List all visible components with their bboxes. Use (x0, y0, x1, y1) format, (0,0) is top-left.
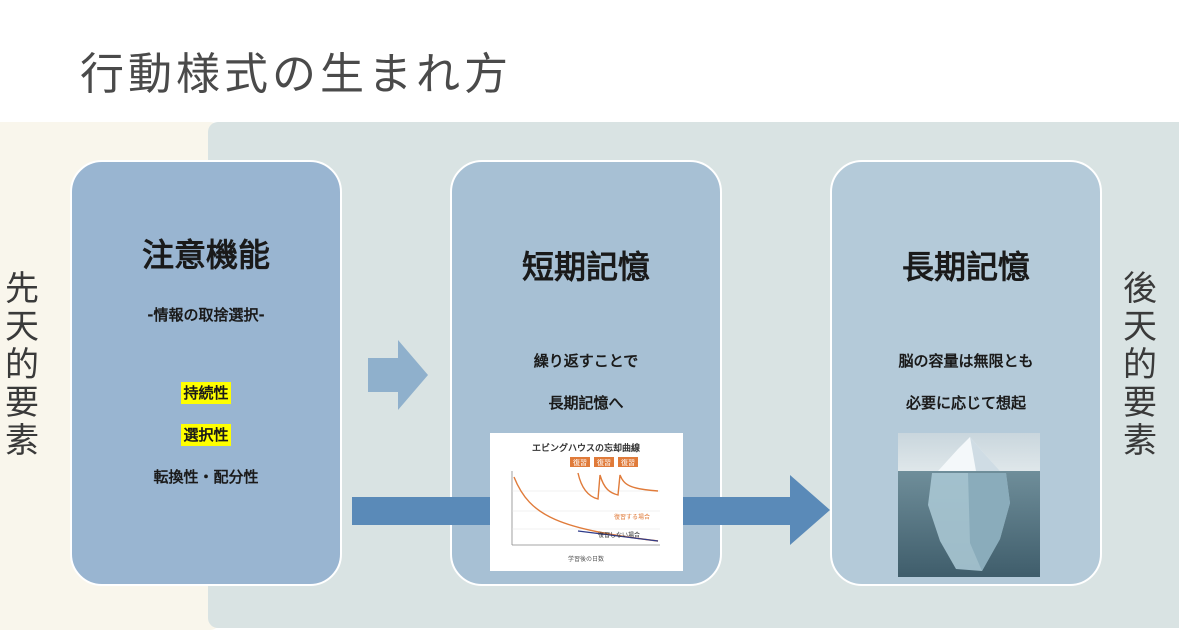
review-label-1: 復習 (573, 458, 587, 467)
long-term-line-2: 必要に応じて想起 (905, 394, 1026, 412)
x-axis-label: 学習後の日数 (568, 555, 604, 563)
attention-function-title: 注意機能 (141, 236, 270, 274)
sustained-item: 持続性 (72, 382, 340, 404)
long-arrow-icon (352, 475, 830, 545)
review-label-2: 復習 (597, 458, 611, 467)
long-term-memory-title: 長期記憶 (901, 248, 1030, 286)
reviewed-label: 復習する場合 (614, 513, 650, 521)
review-label-3: 復習 (621, 458, 635, 467)
acquired-factors-label: 後天的要素 (1123, 269, 1157, 461)
short-term-memory-title: 短期記憶 (521, 248, 650, 286)
forgetting-curve-image: エビングハウスの忘却曲線 復習 復習 復習 復習する場合 復習しない場合 学習後… (490, 433, 683, 571)
switching-dividing-item: 転換性・配分性 (153, 468, 259, 486)
short-term-line-2: 長期記憶へ (548, 394, 624, 412)
attention-subtitle: -情報の取捨選択- (147, 306, 265, 324)
attention-function-card: 注意機能 -情報の取捨選択- 持続性 選択性 転換性・配分性 (70, 160, 342, 586)
selective-item: 選択性 (72, 424, 340, 446)
slide-title: 行動様式の生まれ方 (80, 49, 512, 100)
selective-highlight: 選択性 (181, 424, 231, 446)
short-term-line-1: 繰り返すことで (533, 352, 639, 370)
iceberg-image (898, 433, 1040, 577)
long-term-memory-card: 長期記憶 脳の容量は無限とも 必要に応じて想起 (830, 160, 1102, 586)
curve-title: エビングハウスの忘却曲線 (532, 442, 640, 454)
arrow-right-icon (368, 340, 428, 410)
innate-factors-label: 先天的要素 (5, 269, 39, 461)
sustained-highlight: 持続性 (181, 382, 231, 404)
long-term-line-1: 脳の容量は無限とも (898, 352, 1034, 370)
not-reviewed-label: 復習しない場合 (598, 531, 640, 539)
